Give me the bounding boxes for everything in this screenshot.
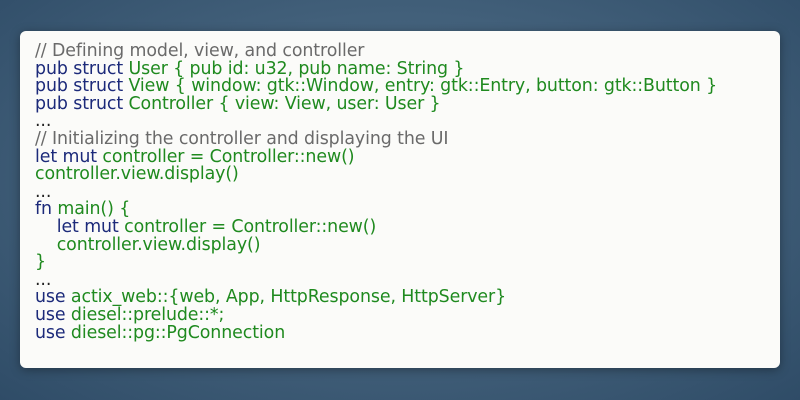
code-token-txt: actix_web::{web, App, HttpResponse, Http…	[70, 287, 507, 308]
code-line: ...	[35, 113, 775, 131]
code-token-kw: fn	[35, 199, 58, 220]
code-token-kw: pub struct	[35, 58, 129, 79]
code-line: pub struct User { pub id: u32, pub name:…	[35, 58, 775, 79]
code-token-kw: use	[35, 287, 71, 308]
code-token-txt: controller.view.display()	[35, 164, 239, 185]
code-line: pub struct View { window: gtk::Window, e…	[35, 76, 775, 97]
code-token-kw: pub struct	[35, 93, 129, 114]
code-token-kw: let mut	[35, 146, 103, 167]
code-token-txt: controller = Controller::new()	[124, 216, 377, 237]
code-line: let mut controller = Controller::new()	[35, 216, 775, 237]
code-token-plain: ...	[35, 111, 52, 132]
code-token-txt: diesel::pg::PgConnection	[70, 322, 286, 343]
code-token-plain: ...	[35, 269, 52, 290]
code-token-txt: View { window: gtk::Window, entry: gtk::…	[128, 76, 718, 97]
code-token-kw: let mut	[56, 216, 125, 237]
code-token-kw: use	[35, 322, 71, 343]
code-token-comment: // Initializing the controller and displ…	[35, 128, 449, 149]
code-line: controller.view.display()	[35, 234, 775, 255]
code-line: let mut controller = Controller::new()	[35, 146, 775, 167]
code-token-txt: diesel::prelude::*;	[70, 304, 225, 325]
code-token-txt: }	[35, 252, 46, 273]
code-token-txt: User { pub id: u32, pub name: String }	[128, 58, 465, 79]
code-token-txt: controller.view.display()	[56, 234, 261, 255]
code-line: use diesel::pg::PgConnection	[35, 322, 775, 343]
code-line: use actix_web::{web, App, HttpResponse, …	[35, 289, 775, 307]
code-token-txt: Controller { view: View, user: User }	[128, 93, 441, 114]
code-line: // Initializing the controller and displ…	[35, 128, 775, 149]
code-line: ...	[35, 181, 775, 202]
code-line: }	[35, 252, 775, 273]
code-token-txt: main() {	[57, 199, 131, 220]
code-line: // Defining model, view, and controller	[35, 41, 775, 61]
code-token-comment: // Defining model, view, and controller	[35, 41, 365, 61]
code-line: ...	[35, 269, 775, 290]
code-line: pub struct Controller { view: View, user…	[35, 93, 775, 114]
code-token-plain: ...	[35, 181, 52, 202]
code-line: use diesel::prelude::*;	[35, 304, 775, 325]
code-line: controller.view.display()	[35, 164, 775, 185]
code-token-kw: use	[35, 304, 71, 325]
code-line: fn main() {	[35, 201, 775, 219]
code-token-txt: controller = Controller::new()	[102, 146, 355, 167]
code-token-kw: pub struct	[35, 76, 129, 97]
